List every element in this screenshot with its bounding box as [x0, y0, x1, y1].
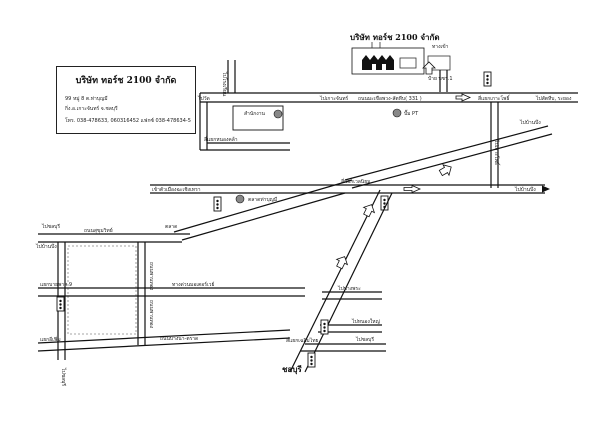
traffic-light-icon	[483, 71, 492, 87]
sukhumvit-label: ถนนสุขุมวิทย์	[84, 227, 113, 234]
to-nong-yai-label: ไปหนองใหญ่	[351, 318, 380, 325]
pt-station-icon	[392, 108, 402, 118]
bypass-road-label: ทางด่วนมอเตอร์เวย์	[172, 281, 214, 288]
company-name: บริษัท ทอร์ช 2100 จำกัด	[75, 76, 177, 86]
to-ban-bueng-label: ไปบ้านบึง	[519, 119, 541, 126]
to-chonburi-top-label: ไปชลบุรี	[41, 223, 60, 230]
company-info-box: บริษัท ทอร์ช 2100 จำกัด 99 หมู่ 8 ต.ท่าบ…	[56, 66, 196, 134]
to-bang-phra-label: ไปบางพระ	[337, 285, 361, 292]
factory-building-icon	[362, 55, 394, 70]
to-office-label: ไปเกาะจันทร์	[319, 95, 349, 102]
highway-arrow-icon	[335, 256, 349, 270]
market-top-label: ตลาด	[165, 224, 177, 230]
to-school-label: ไปโรงเรียน	[221, 71, 228, 97]
market-label: ตลาดท่าบุญมี	[248, 196, 277, 203]
to-chonburi-bottom-label: ไปชลบุรี	[60, 367, 67, 386]
bypass-end-arrow-icon	[542, 185, 550, 193]
highway-arrow-icon	[362, 204, 376, 218]
junction-label: สี่แยกเวลนิยม	[341, 178, 370, 185]
to-chachoengsao-label: เข้าตัวเมืองฉะเชิงเทรา	[152, 186, 201, 193]
district-boundary	[67, 245, 137, 335]
company-compound	[351, 42, 425, 75]
office-marker-icon	[273, 109, 283, 119]
traffic-light-icon	[320, 319, 329, 335]
right-arrow-icon	[455, 93, 471, 102]
nong-kham-road-label: ถนนบางนา-ตราด	[160, 336, 198, 342]
traffic-light-icon	[56, 296, 65, 312]
highway-331	[200, 92, 578, 103]
address-line-2: กิ่ง.อ.เกาะจันทร์ จ.ชลบุรี	[65, 106, 118, 112]
up-arrow-icon	[422, 61, 436, 75]
to-sattahip-label: ไปสัตหีบ, ระยอง	[535, 95, 572, 102]
to-bang-saen-label: ไปบ้านบึง	[514, 186, 536, 193]
traffic-light-icon	[380, 195, 389, 211]
junction-9-label: แยกบายพาส 9	[40, 282, 72, 288]
diagonal-arrow-icon	[438, 164, 452, 177]
ko-pho-junction-label: สี่แยกเกาะโพธิ์	[478, 94, 511, 102]
traffic-light-icon	[213, 196, 222, 212]
chonburi-city-label: ชลบุรี	[282, 364, 302, 375]
to-left-label: ไปบ้านบึง	[35, 243, 57, 250]
office-area	[232, 105, 284, 131]
phanthong-label-2: ถนนพานทอง	[148, 300, 154, 329]
junction-hua-ro-label: แยกอีเฟิ่ม	[40, 336, 61, 343]
nong-kham-junction-label: สี่แยกหนองคล้า	[204, 136, 238, 143]
address-line-1: 99 หมู่ 8 ต.ท่าบุญมี	[65, 96, 108, 102]
phone-line: โทร. 038-478633, 060316452 แฟกซ์ 038-478…	[65, 118, 191, 124]
map-title: บริษัท ทอร์ช 2100 จำกัด	[350, 32, 440, 42]
pt-station-label: ปั๊ม PT	[404, 109, 419, 117]
to-wat-label: ไปวัด	[197, 95, 210, 102]
highway-331-label: ถนนมะเขือพวง-สัตหีบ( 331 )	[358, 95, 422, 102]
bypass-arrow-icon	[403, 184, 421, 194]
to-ko-pho-label: ไปเกาะโพธิ์	[493, 139, 501, 166]
to-chonburi-right-label: ไปชลบุรี	[355, 336, 374, 343]
gate-label: ทางเข้า	[432, 43, 449, 50]
phanthong-label-1: ถนนพานทอง	[148, 262, 154, 291]
market-marker-icon	[235, 194, 245, 204]
junction-lower-label: สี่แยกเฉลิมไทย	[286, 337, 319, 344]
office-label: สำนักงาน	[244, 111, 266, 117]
traffic-light-icon	[307, 352, 316, 368]
